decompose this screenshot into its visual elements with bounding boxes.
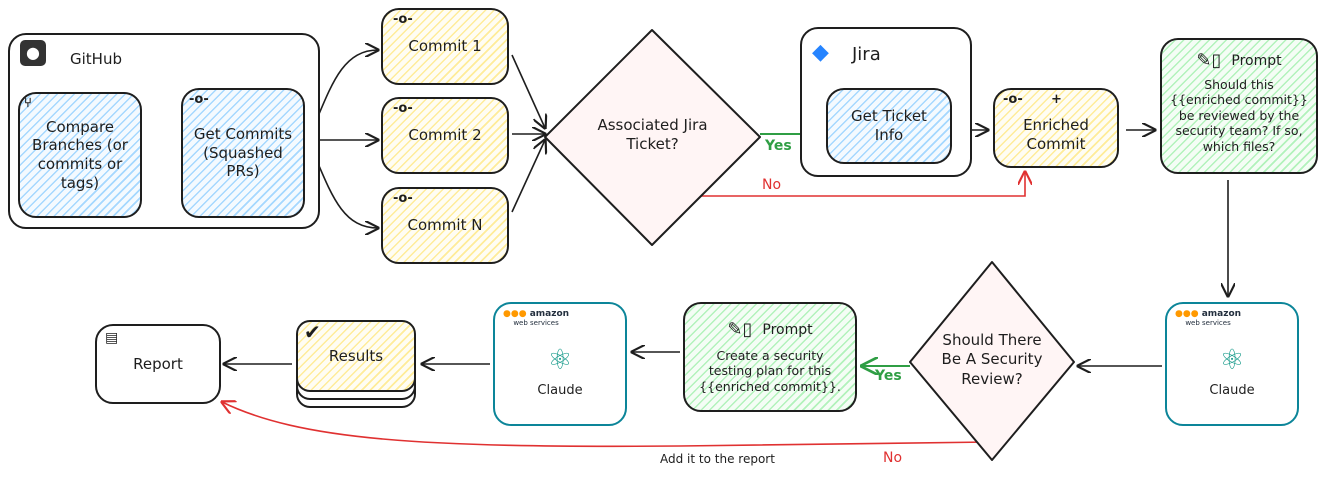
- report-label: Report: [133, 354, 183, 373]
- claude-label: Claude: [537, 383, 583, 399]
- ai-brain-icon: ⚛: [547, 343, 573, 377]
- decision2-text: Should There Be A Security Review?: [941, 330, 1043, 388]
- github-icon: ●: [20, 40, 46, 66]
- compare-branches-text: Compare Branches (or commits or tags): [32, 117, 128, 192]
- commit-icon: -o-: [189, 92, 209, 107]
- commit-label: Commit N: [407, 216, 483, 235]
- get-commits-text: Get Commits (Squashed PRs): [193, 124, 293, 181]
- commit-icon: -o-: [1003, 92, 1023, 107]
- get-ticket-info-node[interactable]: Get Ticket Info: [826, 88, 952, 164]
- decision1-text: Associated Jira Ticket?: [597, 115, 708, 154]
- commit-1-node[interactable]: -o- Commit 1: [381, 8, 509, 85]
- commit-2-node[interactable]: -o- Commit 2: [381, 97, 509, 174]
- prompt-2-node[interactable]: ✎▯ Prompt Create a security testing plan…: [683, 302, 857, 412]
- commit-icon: -o-: [393, 101, 413, 116]
- decision2-diamond: [909, 261, 1075, 461]
- github-label: GitHub: [70, 50, 122, 68]
- commit-label: Commit 1: [408, 37, 482, 56]
- yes-label: Yes: [875, 368, 902, 384]
- ai-brain-icon: ⚛: [1219, 343, 1245, 377]
- results-label: Results: [328, 346, 384, 365]
- document-pen-icon: ✎▯: [727, 319, 753, 341]
- commit-icon: -o-: [393, 12, 413, 27]
- report-node[interactable]: ▤ Report: [95, 324, 221, 404]
- plus-icon: +: [1051, 92, 1062, 107]
- jira-icon: ◆: [812, 40, 829, 65]
- decision1-diamond: [544, 29, 761, 246]
- edge-label: Add it to the report: [660, 452, 775, 466]
- no-label: No: [762, 177, 782, 193]
- arrow-no-to-enriched: [697, 172, 1025, 197]
- commit-n-node[interactable]: -o- Commit N: [381, 187, 509, 264]
- commit-label: Commit 2: [408, 126, 482, 145]
- results-node[interactable]: ✔ Results: [296, 320, 416, 392]
- prompt-text: Create a security testing plan for this …: [699, 347, 841, 395]
- prompt-1-node[interactable]: ✎▯ Prompt Should this {{enriched commit}…: [1160, 38, 1318, 174]
- prompt-title: Prompt: [762, 321, 813, 338]
- report-document-icon: ▤: [105, 330, 119, 346]
- checkmark-icon: ✔: [304, 320, 321, 344]
- arrow-commit1-to-decision: [511, 54, 545, 128]
- enriched-commit-node[interactable]: -o- + Enriched Commit: [993, 88, 1119, 168]
- get-commits-node[interactable]: -o- Get Commits (Squashed PRs): [181, 88, 305, 218]
- enriched-text: Enriched Commit: [1023, 116, 1089, 153]
- yes-label: Yes: [765, 138, 792, 154]
- arrow-commitn-to-decision: [511, 140, 545, 213]
- document-pen-icon: ✎▯: [1196, 50, 1222, 71]
- branch-icon: ⑂: [24, 96, 32, 111]
- commit-icon: -o-: [393, 191, 413, 206]
- arrow-no-to-report: [222, 402, 991, 448]
- prompt-text: Should this {{enriched commit}} be revie…: [1170, 76, 1308, 155]
- no-label: No: [883, 450, 903, 466]
- prompt-title: Prompt: [1231, 52, 1282, 69]
- compare-branches-node[interactable]: ⑂ Compare Branches (or commits or tags): [18, 92, 142, 218]
- jira-label: Jira: [852, 44, 881, 65]
- claude-label: Claude: [1209, 383, 1255, 399]
- get-ticket-text: Get Ticket Info: [851, 107, 927, 144]
